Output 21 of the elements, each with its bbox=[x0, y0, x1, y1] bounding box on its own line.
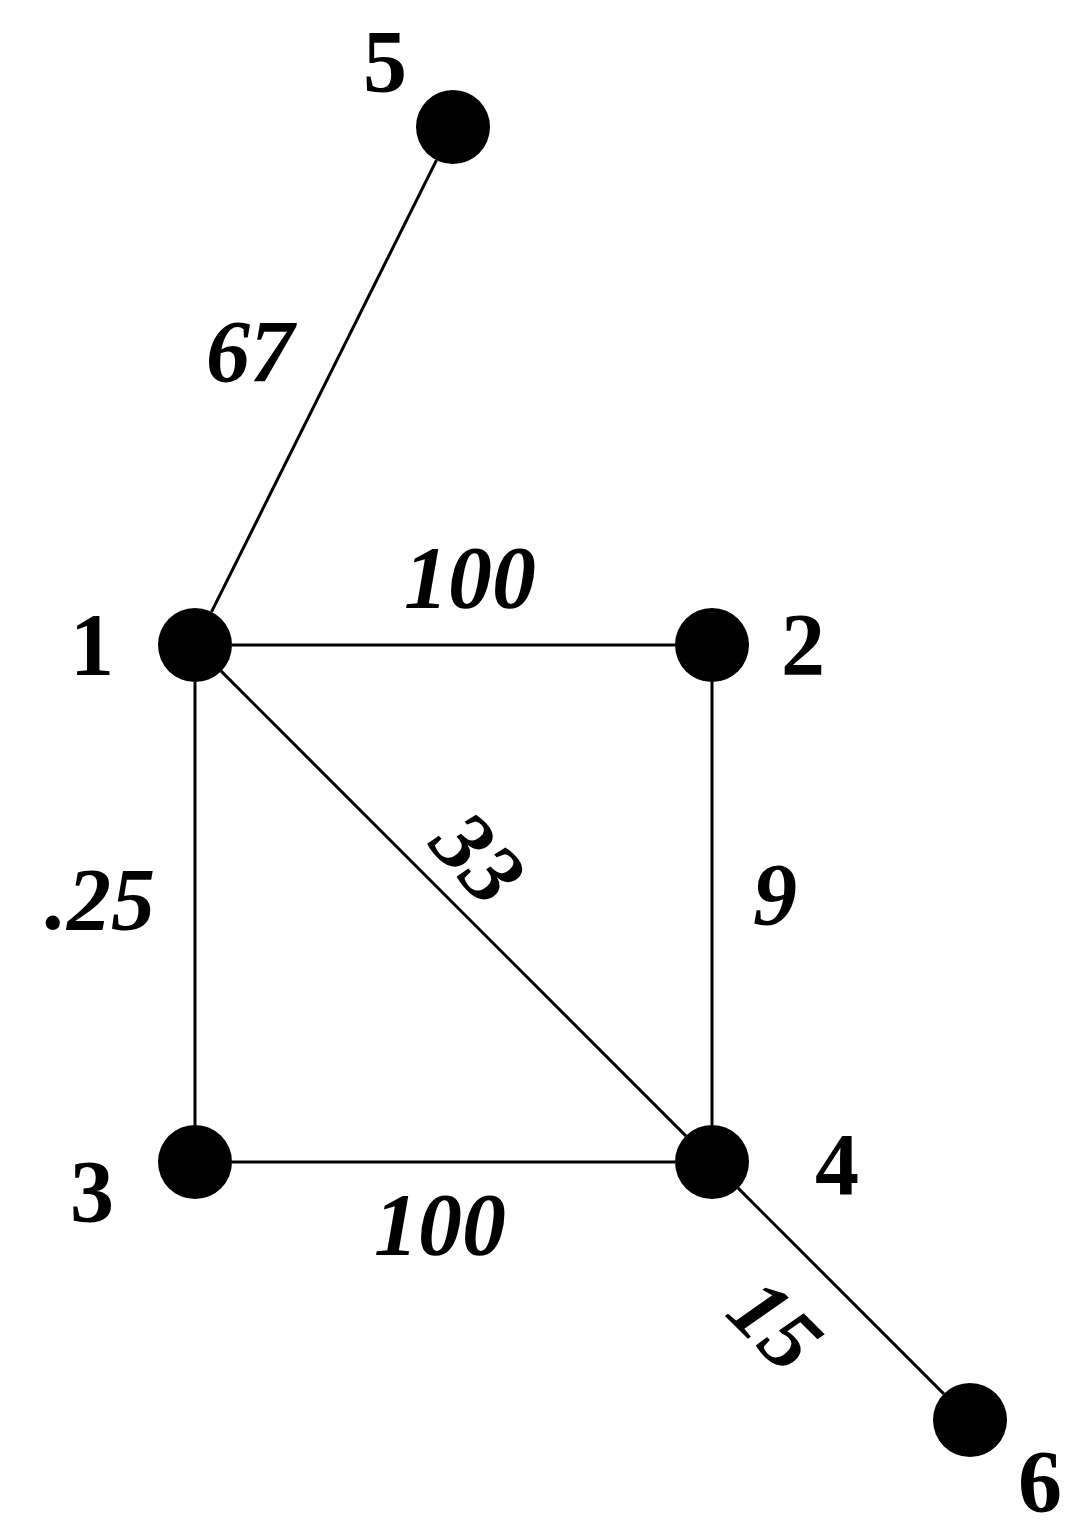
vertex-dot bbox=[675, 1125, 749, 1199]
edge-weight-label: 9 bbox=[753, 851, 797, 939]
edge-line bbox=[232, 1160, 675, 1164]
edge-line bbox=[710, 682, 714, 1125]
edge-line bbox=[210, 159, 438, 613]
edge-weight-label: 15 bbox=[712, 1262, 838, 1388]
edge-weight-label: 100 bbox=[374, 1181, 506, 1269]
vertex-number: 5 bbox=[363, 18, 407, 106]
edge-weight-label: 100 bbox=[404, 534, 536, 622]
vertex-dot bbox=[158, 608, 232, 682]
vertex-number: 2 bbox=[781, 601, 825, 689]
edge-weight-label: .25 bbox=[45, 856, 155, 944]
vertex-number: 3 bbox=[70, 1148, 114, 1236]
edge-line bbox=[193, 682, 197, 1125]
edge-line bbox=[220, 670, 687, 1137]
edge-line bbox=[232, 643, 675, 647]
vertex-number: 6 bbox=[1018, 1438, 1062, 1521]
edge-line bbox=[737, 1187, 945, 1395]
vertex-number: 1 bbox=[70, 601, 114, 689]
edge-weight-label: 33 bbox=[415, 795, 541, 921]
vertex-number: 4 bbox=[815, 1121, 859, 1209]
